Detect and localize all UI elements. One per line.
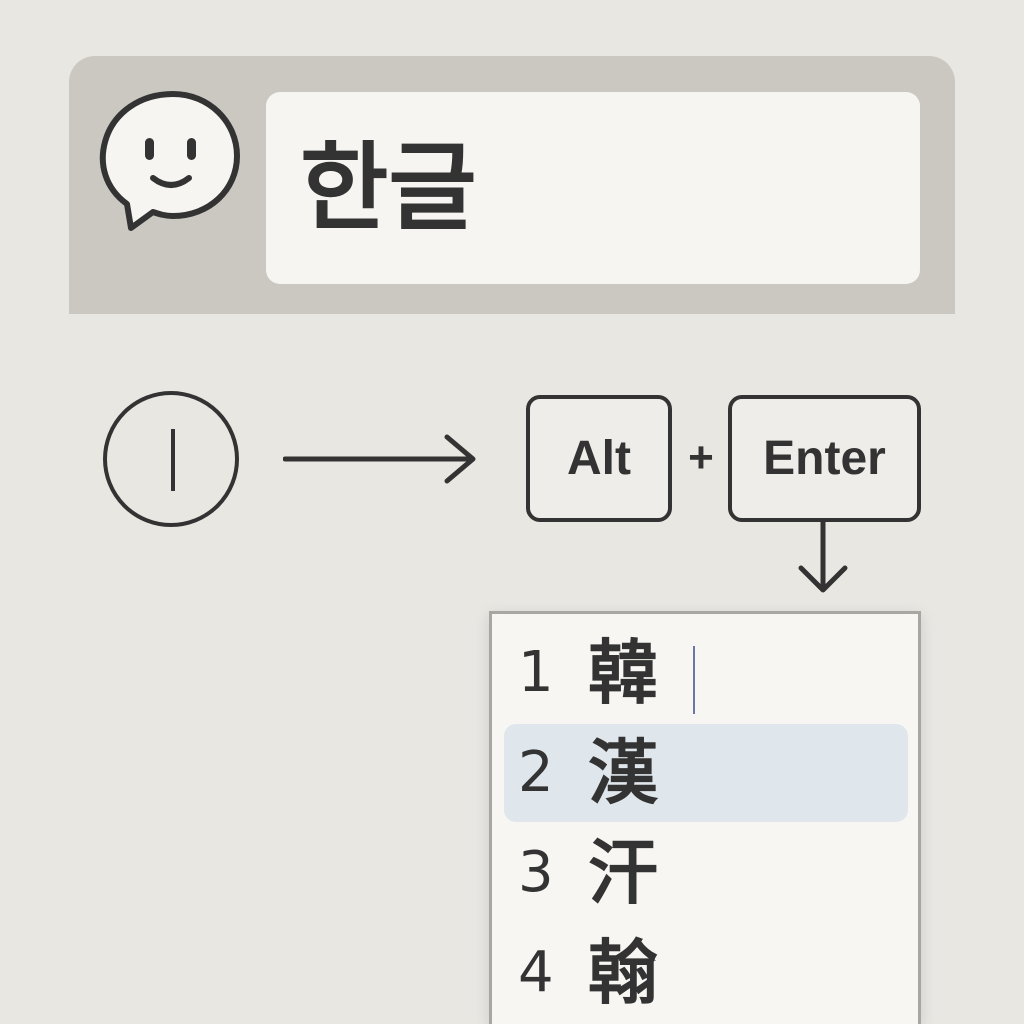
- candidate-number: 4: [518, 940, 554, 1005]
- plus-sign: +: [688, 433, 714, 482]
- enter-key[interactable]: Enter: [728, 395, 921, 522]
- cursor-bar: [171, 429, 175, 491]
- smiley-chat-bubble-icon: [97, 86, 247, 246]
- hanja-candidate-list: 1 韓 2 漢 3 汗 4 翰: [489, 611, 921, 1024]
- candidate-item-3[interactable]: 3 汗: [504, 824, 908, 922]
- candidate-character: 汗: [588, 832, 658, 914]
- candidate-number: 1: [518, 640, 554, 705]
- candidate-item-4[interactable]: 4 翰: [504, 924, 908, 1022]
- candidate-item-2[interactable]: 2 漢: [504, 724, 908, 822]
- arrow-right-icon: [282, 431, 483, 487]
- text-cursor-icon: [103, 391, 239, 527]
- candidate-character: 漢: [588, 732, 658, 814]
- candidate-character: 翰: [588, 932, 658, 1014]
- candidate-item-1[interactable]: 1 韓: [504, 624, 908, 722]
- composition-text: 한글: [300, 132, 477, 244]
- candidate-number: 2: [518, 740, 554, 805]
- candidate-character: 韓: [588, 632, 658, 714]
- ime-input-field[interactable]: 한글: [266, 92, 920, 284]
- alt-key[interactable]: Alt: [526, 395, 672, 522]
- text-caret: [693, 646, 695, 714]
- composition-panel: 한글: [69, 56, 955, 314]
- arrow-down-icon: [793, 519, 853, 596]
- candidate-number: 3: [518, 840, 554, 905]
